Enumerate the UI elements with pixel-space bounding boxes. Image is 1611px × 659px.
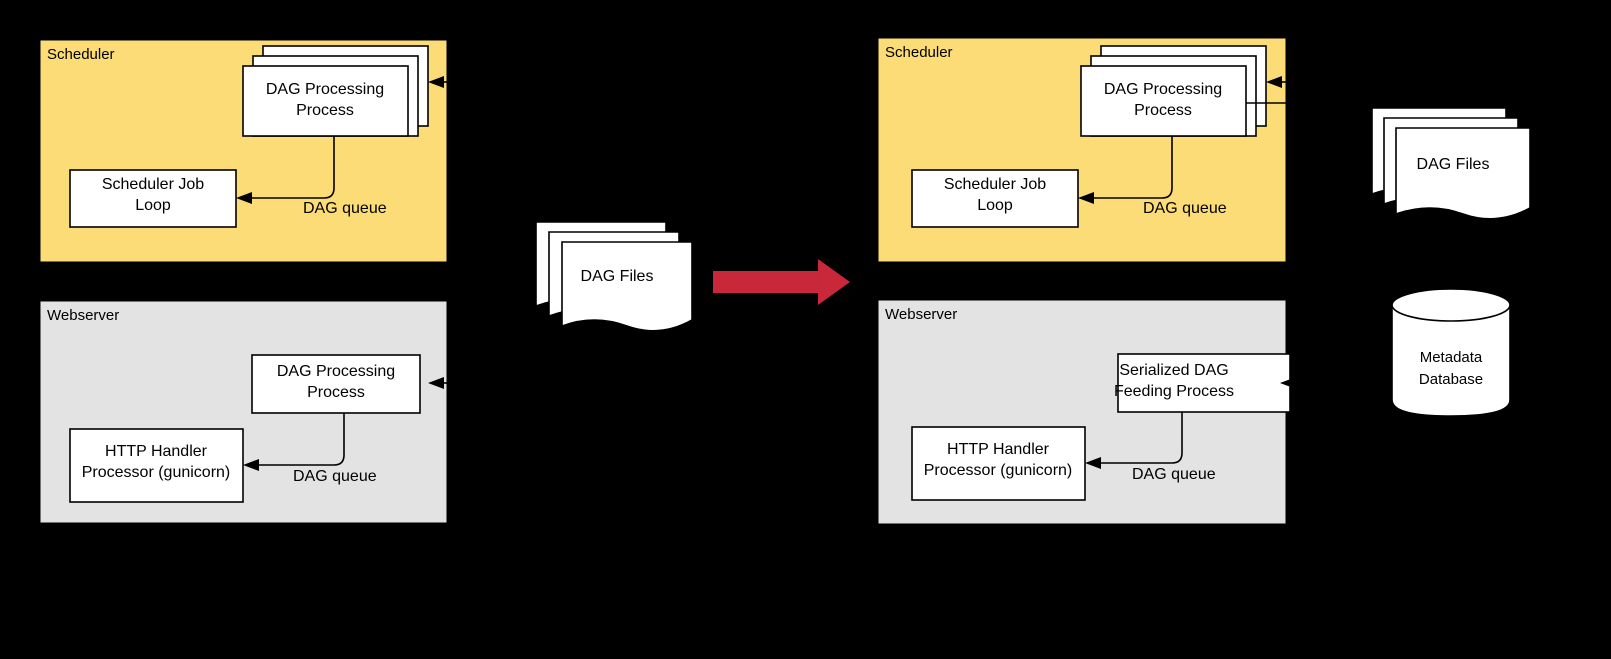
left-scheduler-job-loop-line2: Loop <box>135 197 171 214</box>
left-scheduler-incoming-arrow <box>428 76 447 88</box>
right-webserver-process-line2: Feeding Process <box>1114 383 1234 400</box>
metadata-database-icon: Metadata Database <box>1391 288 1511 417</box>
right-scheduler-dag-queue-label: DAG queue <box>1143 200 1227 217</box>
left-webserver-dag-process-line2: Process <box>307 384 365 401</box>
left-scheduler-dag-queue-label: DAG queue <box>303 200 387 217</box>
left-webserver-incoming-arrow <box>428 377 447 389</box>
left-scheduler-job-loop-line1: Scheduler Job <box>102 176 204 193</box>
left-webserver-dag-queue-connector: DAG queue <box>243 413 377 485</box>
right-webserver-panel-label: Webserver <box>885 306 957 323</box>
right-scheduler-incoming-arrow <box>1246 76 1286 104</box>
left-http-handler-line1: HTTP Handler <box>105 443 208 460</box>
left-scheduler-job-loop-box: Scheduler Job Loop <box>69 169 237 228</box>
right-dag-files-icon: DAG Files <box>1371 107 1531 220</box>
left-scheduler-dag-process-line1: DAG Processing <box>266 81 384 98</box>
left-webserver-panel-label: Webserver <box>47 307 119 324</box>
left-webserver-dag-process-box: DAG Processing Process <box>251 354 421 414</box>
right-webserver-dag-queue-connector: DAG queue <box>1085 412 1216 483</box>
left-scheduler-dag-queue-connector: DAG queue <box>236 136 387 217</box>
right-scheduler-dag-queue-connector: DAG queue <box>1078 136 1227 217</box>
left-scheduler-dag-process-line2: Process <box>296 102 354 119</box>
right-scheduler-dag-process-line1: DAG Processing <box>1104 81 1222 98</box>
left-webserver-dag-process-line1: DAG Processing <box>277 363 395 380</box>
right-scheduler-dag-process-stack: DAG Processing Process <box>1080 45 1267 137</box>
right-http-handler-box: HTTP Handler Processor (gunicorn) <box>911 426 1086 501</box>
transition-arrow-red <box>713 259 850 305</box>
center-dag-files-label: DAG Files <box>581 268 654 285</box>
right-webserver-dag-queue-label: DAG queue <box>1132 466 1216 483</box>
left-webserver-dag-queue-label: DAG queue <box>293 468 377 485</box>
metadata-database-line2: Database <box>1419 371 1483 388</box>
right-dag-files-label: DAG Files <box>1417 156 1490 173</box>
left-scheduler-dag-process-stack: DAG Processing Process <box>242 45 429 137</box>
right-scheduler-job-loop-line2: Loop <box>977 197 1013 214</box>
left-scheduler-panel-label: Scheduler <box>47 46 115 63</box>
right-webserver-serialized-dag-box: Serialized DAG Feeding Process <box>1114 353 1291 413</box>
right-scheduler-panel-label: Scheduler <box>885 44 953 61</box>
center-dag-files-icon: DAG Files <box>535 221 693 332</box>
right-http-handler-line2: Processor (gunicorn) <box>924 462 1073 479</box>
right-http-handler-line1: HTTP Handler <box>947 441 1050 458</box>
right-webserver-process-line1: Serialized DAG <box>1119 362 1228 379</box>
right-webserver-incoming-arrow <box>1280 377 1300 389</box>
right-scheduler-job-loop-line1: Scheduler Job <box>944 176 1046 193</box>
metadata-database-line1: Metadata <box>1420 349 1483 366</box>
left-http-handler-box: HTTP Handler Processor (gunicorn) <box>69 428 244 503</box>
right-scheduler-dag-process-line2: Process <box>1134 102 1192 119</box>
left-http-handler-line2: Processor (gunicorn) <box>82 464 231 481</box>
right-scheduler-job-loop-box: Scheduler Job Loop <box>911 169 1079 228</box>
